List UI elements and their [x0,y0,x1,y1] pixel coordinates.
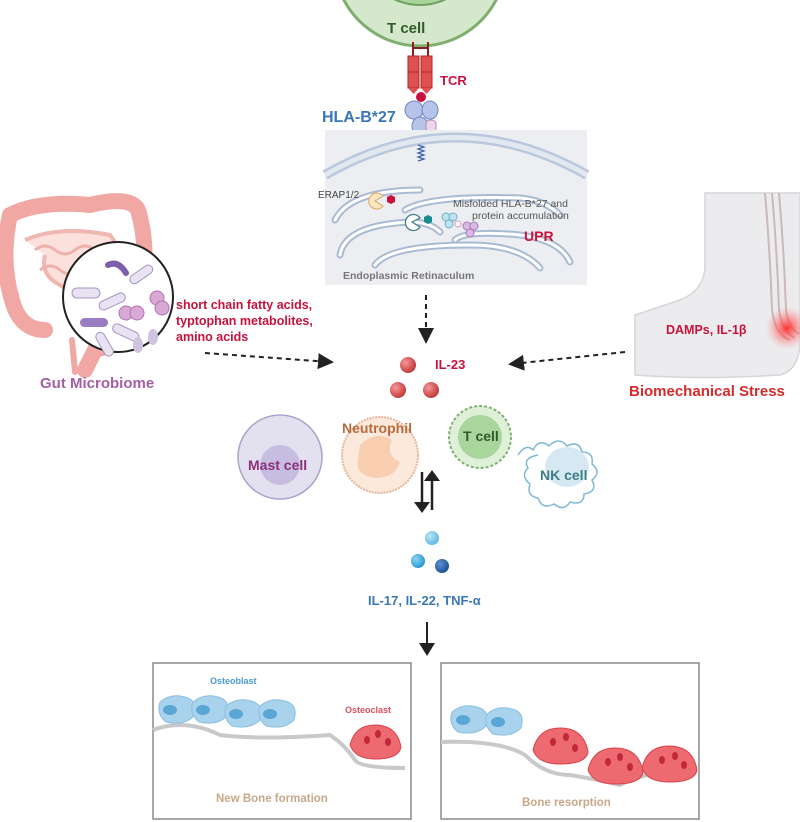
endoplasmic-reticulum [322,130,590,285]
osteoclast-cells-right [532,727,698,785]
osteoclast-label: Osteoclast [345,705,392,715]
neutrophil-cell [341,416,419,494]
arrow-head-to-bone [419,643,435,656]
er-label: Endoplasmic Retinaculum [343,270,475,282]
metabolites-line3: amino acids [176,330,249,344]
erap-enzyme-icon-2 [404,213,421,232]
erap-enzyme-icon [368,192,384,210]
misfolded-label-line1: Misfolded HLA-B*27 and [453,198,568,210]
arrow-stress-to-il23 [508,351,626,371]
cytokine-molecules [411,531,449,573]
microbiome-magnifier [62,241,174,357]
dashed-arrows [204,295,626,371]
nk-cell-label: NK cell [540,467,588,483]
tcr-receptor [407,42,433,102]
nk-cell [517,440,598,509]
arrow-gut-to-il23 [204,352,334,370]
mast-cell-label: Mast cell [248,457,308,473]
hla-b27-molecule [404,100,439,170]
damps-label: DAMPs, IL-1β [666,323,747,337]
center-tcell [448,405,512,469]
bone-formation-caption: New Bone formation [216,793,328,805]
osteoblast-cells-right [450,705,523,736]
metabolites-line2: typtophan metabolites, [176,314,313,328]
osteoclast-cell [349,724,402,760]
gut-microbiome-label: Gut Microbiome [40,375,155,392]
bone-formation-panel [152,662,412,820]
center-tcell-label: T cell [463,428,499,444]
misfolded-protein-icon [441,212,479,238]
peptide-icon [387,195,395,204]
bone-resorption-panel [440,662,700,820]
osteoblast-label: Osteoblast [210,676,257,686]
upr-label: UPR [524,228,554,244]
il23-molecules [390,357,439,398]
mast-cell [237,414,323,500]
equilibrium-arrows [414,470,440,513]
il23-label: IL-23 [435,357,466,372]
tcr-label: TCR [440,73,467,88]
top-tcell-label: T cell [387,20,426,37]
bone-resorption-caption: Bone resorption [522,797,611,809]
neutrophil-label: Neutrophil [342,420,412,436]
erap-label: ERAP1/2 [318,190,360,201]
metabolites-line1: short chain fatty acids, [176,298,313,312]
foot-illustration [634,192,800,379]
cytokines-label: IL-17, IL-22, TNF-α [368,593,481,608]
top-tcell [342,0,498,48]
biomechanical-stress-label: Biomechanical Stress [629,383,785,400]
misfolded-label-line2: protein accumulation [472,210,569,222]
hla-b27-label: HLA-B*27 [322,109,396,126]
peptide-icon-2 [424,215,432,224]
osteoblast-cells [158,695,296,728]
